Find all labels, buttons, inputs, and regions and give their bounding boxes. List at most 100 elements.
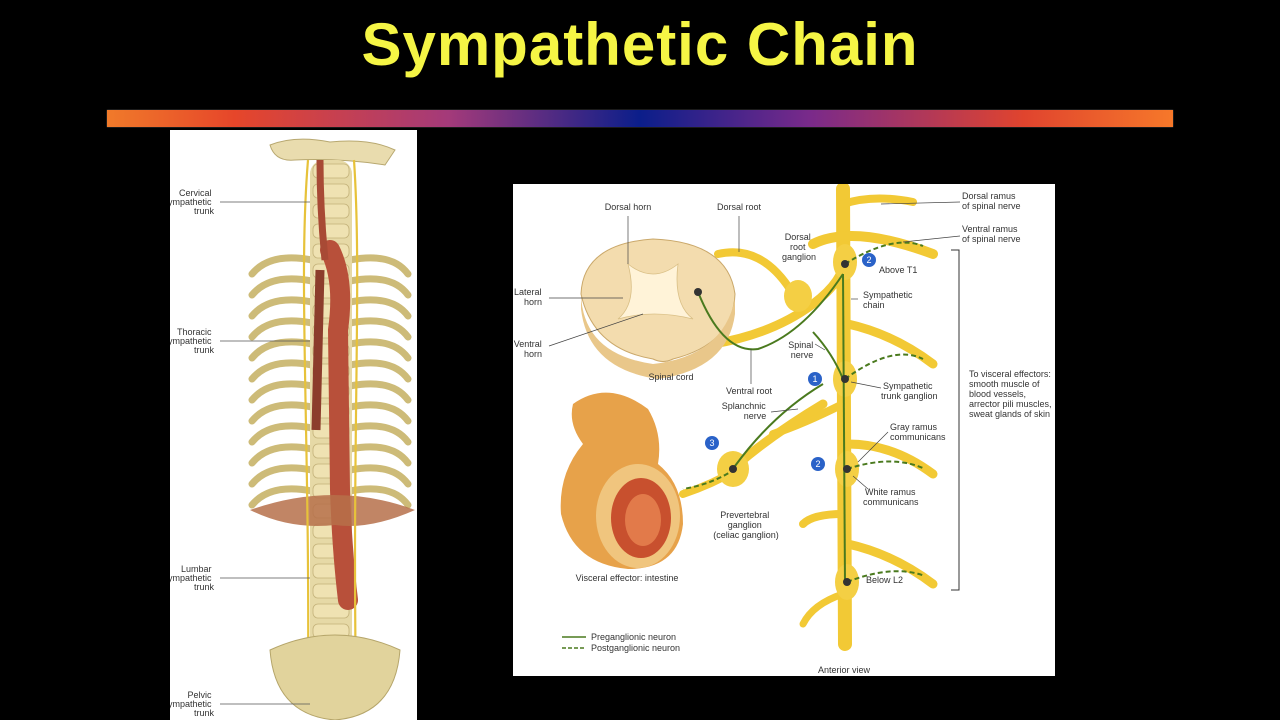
vertebra (312, 223, 350, 239)
label-dorsal-root-ganglion: Dorsal root ganglion (782, 232, 816, 262)
carotid-vessel (316, 159, 329, 261)
aorta (320, 240, 358, 610)
label-spinal-cord: Spinal cord (648, 372, 693, 382)
label-ventral-horn: Ventral horn (514, 339, 545, 359)
label-ventral-root: Ventral root (726, 386, 773, 396)
rib-l-9 (248, 422, 316, 446)
label-to-visceral-effectors: To visceral effectors: smooth muscle of … (969, 369, 1054, 419)
spinal-cord-section (580, 238, 736, 379)
svg-text:2: 2 (815, 459, 820, 469)
spine-anatomy-figure: Cervical sympathetic trunk Thoracic symp… (170, 130, 417, 720)
label-prevertebral-ganglion: Prevertebral ganglion (celiac ganglion) (713, 510, 779, 540)
label-sympathetic-chain: Sympathetic chain (863, 290, 915, 310)
rib-r-9 (346, 422, 412, 446)
legend-preganglionic: Preganglionic neuron (591, 632, 676, 642)
label-cervical-trunk: Cervical sympathetic trunk (170, 188, 214, 216)
splanchnic-to-prevertebral (733, 399, 828, 469)
dorsal-root-nerve (714, 248, 797, 298)
rib-r-11 (346, 464, 412, 488)
ramus-left-2 (799, 510, 847, 528)
label-thoracic-trunk: Thoracic sympathetic trunk (170, 327, 214, 355)
label-below-l2: Below L2 (866, 575, 903, 585)
badge-2-mid: 2 (811, 457, 825, 471)
sympathetic-trunk-right (352, 159, 359, 691)
label-dorsal-root: Dorsal root (717, 202, 762, 212)
badge-2-top: 2 (862, 253, 876, 267)
label-white-ramus: White ramus communicans (863, 487, 919, 507)
label-spinal-nerve: Spinal nerve (788, 340, 816, 360)
preganglionic-splanchnic (734, 383, 824, 467)
ramus-right-1 (843, 319, 938, 369)
rib-l-7 (248, 380, 316, 404)
rib-l-11 (248, 464, 316, 488)
rib-l-10 (248, 443, 316, 467)
legend-postganglionic: Postganglionic neuron (591, 643, 680, 653)
label-lumbar-trunk: Lumbar sympathetic trunk (170, 564, 214, 592)
rib-l-6 (248, 359, 316, 383)
ramus-right-3 (843, 539, 938, 589)
rib-r-2 (346, 275, 412, 299)
dorsal-ramus-branch (839, 194, 917, 208)
vena-cava (311, 269, 325, 431)
rib-r-4 (346, 317, 412, 341)
intestine-illustration (560, 392, 683, 569)
rib-l-5 (248, 338, 316, 362)
svg-text:1: 1 (812, 374, 817, 384)
svg-text:2: 2 (866, 255, 871, 265)
label-sympathetic-trunk-ganglion: Sympathetic trunk ganglion (881, 381, 938, 401)
badge-3: 3 (705, 436, 719, 450)
rib-r-1 (346, 254, 412, 278)
neuron-soma-low (843, 465, 851, 473)
label-dorsal-ramus: Dorsal ramus of spinal nerve (962, 191, 1021, 211)
label-splanchnic-nerve: Splanchnic nerve (722, 401, 769, 421)
label-leader-lines (548, 201, 961, 490)
dorsal-root-ganglion-shape (784, 280, 812, 312)
badge-1: 1 (808, 372, 822, 386)
pathway-illustration: 2 1 2 3 Dorsal horn Dorsal root Dorsal (514, 184, 1054, 675)
rib-l-12 (248, 485, 316, 509)
label-gray-ramus: Gray ramus communicans (890, 422, 946, 442)
title-divider-gradient (107, 110, 1173, 127)
diaphragm (250, 495, 415, 526)
rib-r-3 (346, 296, 412, 320)
rib-l-8 (248, 401, 316, 425)
skull-base (269, 138, 396, 166)
neuron-legend: Preganglionic neuron Postganglionic neur… (562, 632, 680, 653)
rib-r-8 (346, 401, 412, 425)
postganglionic-upper (844, 241, 924, 265)
neuron-soma-bottom (843, 578, 851, 586)
ramus-right-2 (843, 439, 938, 479)
neuron-pathways (682, 241, 926, 585)
label-anterior-view: Anterior view (818, 665, 871, 675)
neuron-soma-mid (841, 375, 849, 383)
neuron-soma-prevertebral (729, 465, 737, 473)
label-above-t1: Above T1 (879, 265, 917, 275)
slide-title: Sympathetic Chain (361, 11, 919, 78)
label-lateral-horn: Lateral horn (514, 287, 544, 307)
label-dorsal-horn: Dorsal horn (605, 202, 652, 212)
neuron-soma-upper (841, 260, 849, 268)
rib-r-7 (346, 380, 412, 404)
spinal-nerve-upper (808, 231, 938, 259)
preganglionic-path (697, 273, 844, 351)
neuron-soma-lateral-horn (694, 288, 702, 296)
rib-r-5 (346, 338, 412, 362)
rib-r-6 (346, 359, 412, 383)
rib-r-10 (346, 443, 412, 467)
postganglionic-bottom (846, 570, 926, 583)
postganglionic-low (846, 460, 926, 470)
svg-text:3: 3 (709, 438, 714, 448)
preganglionic-to-trunk (812, 331, 844, 380)
label-visceral-effector: Visceral effector: intestine (576, 573, 679, 583)
chain-descending (842, 273, 846, 585)
label-ventral-ramus: Ventral ramus of spinal nerve (962, 224, 1021, 244)
sympathetic-trunk-left (302, 159, 310, 691)
label-pelvic-trunk: Pelvic sympathetic trunk (170, 690, 214, 718)
pelvis (269, 634, 401, 720)
effectors-bracket (951, 249, 960, 591)
rib-l-4 (248, 317, 316, 341)
spine-illustration: Cervical sympathetic trunk Thoracic symp… (170, 138, 415, 720)
postganglionic-mid (844, 353, 924, 380)
rib-r-12 (346, 485, 412, 509)
chain-lower-branch (799, 590, 847, 628)
